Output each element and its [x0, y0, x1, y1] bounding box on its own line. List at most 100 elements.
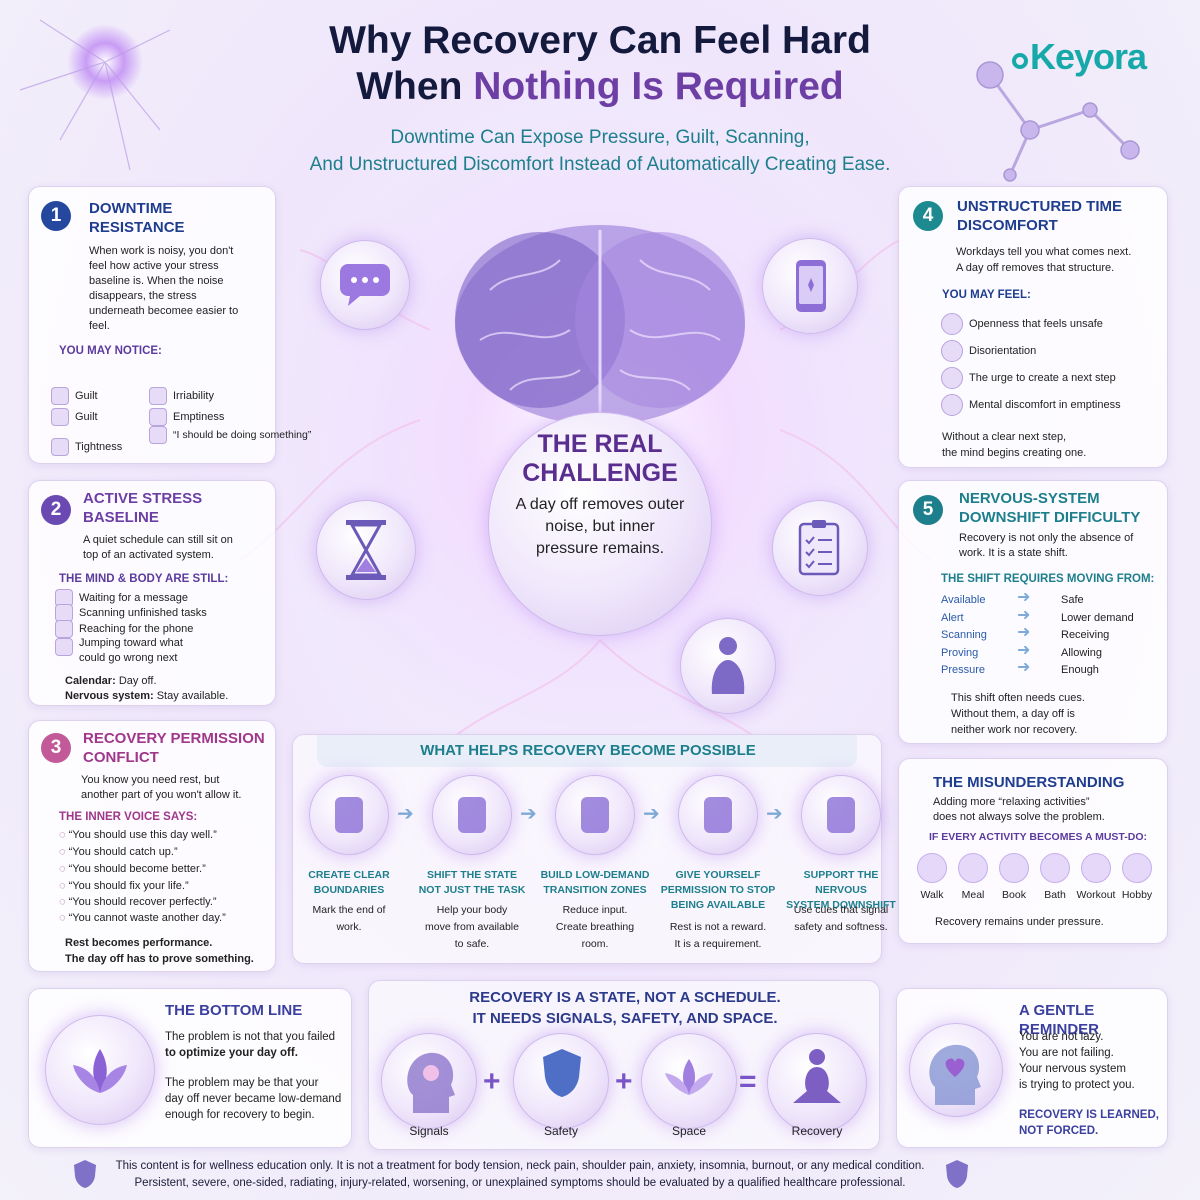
- arrow-right-icon: ➜: [1017, 589, 1031, 606]
- bath-icon: [1040, 853, 1070, 883]
- person-icon: [941, 313, 963, 335]
- calendar-line: Calendar: Day off.: [65, 675, 157, 687]
- arrow-right-icon: ➔: [643, 803, 660, 825]
- voice-item: ◌ “You should recover perfectly.”: [59, 896, 217, 908]
- panel-2-title: ACTIVE STRESS BASELINE: [83, 489, 202, 527]
- shift-from: Pressure: [941, 664, 986, 676]
- checklist-icon: [798, 520, 840, 576]
- guilt-icon: [51, 387, 69, 405]
- real-challenge-orb: [488, 412, 712, 636]
- emptiness-icon: [149, 408, 167, 426]
- panel-5-title-line-1: NERVOUS-SYSTEM: [959, 490, 1100, 507]
- panel-1-sub: YOU MAY NOTICE:: [59, 345, 162, 357]
- tightness-icon: [51, 438, 69, 456]
- feel-item-urge: The urge to create a next step: [941, 367, 1116, 389]
- meditating-person-icon: [458, 797, 486, 833]
- person-icon: [941, 394, 963, 416]
- title-line-2-a: When: [356, 65, 463, 108]
- panel-unstructured-time: 4 UNSTRUCTURED TIME DISCOMFORT Workdays …: [898, 186, 1168, 468]
- cloud-moon-icon: [827, 797, 855, 833]
- panel-3-title: RECOVERY PERMISSION CONFLICT: [83, 729, 265, 767]
- still-item-scanning: Scanning unfinished tasks: [55, 604, 207, 622]
- meal-icon: [958, 853, 988, 883]
- still-item-wrong: Jumping toward what could go wrong next: [79, 637, 183, 664]
- title-line-2-b: Nothing Is Required: [473, 65, 844, 108]
- title-line-1: Why Recovery Can Feel Hard: [329, 19, 871, 62]
- panel-5-text: Recovery is not only the absence of work…: [959, 532, 1134, 559]
- meditating-person-icon: [793, 1049, 841, 1103]
- panel-3-foot-2: The day off has to prove something.: [65, 953, 254, 965]
- panel-4-number: 4: [913, 201, 943, 231]
- subtitle-line-1: Downtime Can Expose Pressure, Guilt, Sca…: [390, 127, 810, 148]
- panel-1-title-line-2: RESISTANCE: [89, 219, 185, 236]
- voice-item: ◌ “You should use this day well.”: [59, 829, 217, 841]
- walk-icon: [917, 853, 947, 883]
- voice-icon: ◌: [59, 896, 69, 908]
- logo-key-icon: [1012, 53, 1028, 69]
- voice-icon: ◌: [59, 880, 69, 892]
- notice-item-guilt-1: Guilt: [51, 387, 98, 405]
- activity-label: Bath: [1044, 889, 1066, 901]
- shield-right-icon: [946, 1160, 968, 1188]
- chat-bubble-icon: [340, 264, 390, 306]
- panel-4-sub: YOU MAY FEEL:: [942, 289, 1031, 301]
- bottom-line-title: THE BOTTOM LINE: [165, 1002, 303, 1019]
- panel-4-foot-1: Without a clear next step,: [942, 431, 1067, 443]
- person-icon: [941, 340, 963, 362]
- notice-item-tightness: Tightness: [51, 438, 122, 456]
- notice-item-emptiness: Emptiness: [149, 408, 224, 426]
- panel-3-number: 3: [41, 733, 71, 763]
- panel-4-title-line-2: DISCOMFORT: [957, 217, 1058, 234]
- voice-icon: ◌: [59, 912, 69, 924]
- panel-3-sub: THE INNER VOICE SAYS:: [59, 811, 198, 823]
- reminder-text: You are not lazy.You are not failing.You…: [1019, 1031, 1135, 1091]
- panel-4-title: UNSTRUCTURED TIME DISCOMFORT: [957, 197, 1122, 235]
- misunderstanding-text-2: does not always solve the problem.: [933, 811, 1105, 823]
- panel-2-number: 2: [41, 495, 71, 525]
- panel-2-title-line-1: ACTIVE STRESS: [83, 490, 203, 507]
- shift-from: Proving: [941, 646, 979, 659]
- shift-to: Allowing: [1061, 646, 1102, 659]
- panel-3-foot-1: Rest becomes performance.: [65, 937, 213, 949]
- activity-label: Workout: [1076, 889, 1116, 901]
- panel-3-text: You know you need rest, but another part…: [81, 774, 242, 801]
- panel-misunderstanding: THE MISUNDERSTANDING Adding more “relaxi…: [898, 758, 1168, 944]
- misunderstanding-sub: IF EVERY ACTIVITY BECOMES A MUST-DO:: [929, 831, 1147, 843]
- panel-5-foot-2: Without them, a day off is: [951, 708, 1075, 720]
- panel-nervous-system-downshift: 5 NERVOUS-SYSTEM DOWNSHIFT DIFFICULTY Re…: [898, 480, 1168, 744]
- equals-icon: =: [739, 1065, 757, 1098]
- activity-label: Hobby: [1121, 889, 1153, 901]
- speech-icon: [149, 426, 167, 444]
- shift-to: Lower demand: [1061, 611, 1134, 624]
- label-space: Space: [671, 1124, 707, 1138]
- voice-icon: ◌: [59, 829, 69, 841]
- person-icon: [941, 367, 963, 389]
- challenge-title-1: THE REAL: [537, 430, 663, 458]
- panel-3-title-line-2: CONFLICT: [83, 749, 159, 766]
- notice-item-should: “I should be doing something”: [149, 426, 311, 444]
- reminder-title: A GENTLE REMINDER: [1019, 1002, 1100, 1038]
- shield-left-icon: [74, 1160, 96, 1188]
- arrow-right-icon: ➜: [1017, 659, 1031, 676]
- feel-item-mental: Mental discomfort in emptiness: [941, 394, 1121, 416]
- panel-4-text-2: A day off removes that structure.: [956, 262, 1115, 274]
- label-signals: Signals: [409, 1124, 449, 1138]
- plus-icon: +: [615, 1065, 633, 1098]
- shift-from: Scanning: [941, 629, 987, 641]
- arrow-right-icon: ➜: [1017, 641, 1031, 659]
- panel-4-foot-2: the mind begins creating one.: [942, 447, 1087, 459]
- panel-5-title-line-2: DOWNSHIFT DIFFICULTY: [959, 509, 1141, 526]
- shift-from: Available: [941, 594, 986, 606]
- nervous-line: Nervous system: Stay available.: [65, 690, 229, 702]
- panel-1-text: When work is noisy, you don't feel how a…: [89, 245, 239, 332]
- panel-5-sub: THE SHIFT REQUIRES MOVING FROM:: [941, 573, 1155, 585]
- brand-logo: Keyora: [1012, 36, 1147, 78]
- irritability-icon: [149, 387, 167, 405]
